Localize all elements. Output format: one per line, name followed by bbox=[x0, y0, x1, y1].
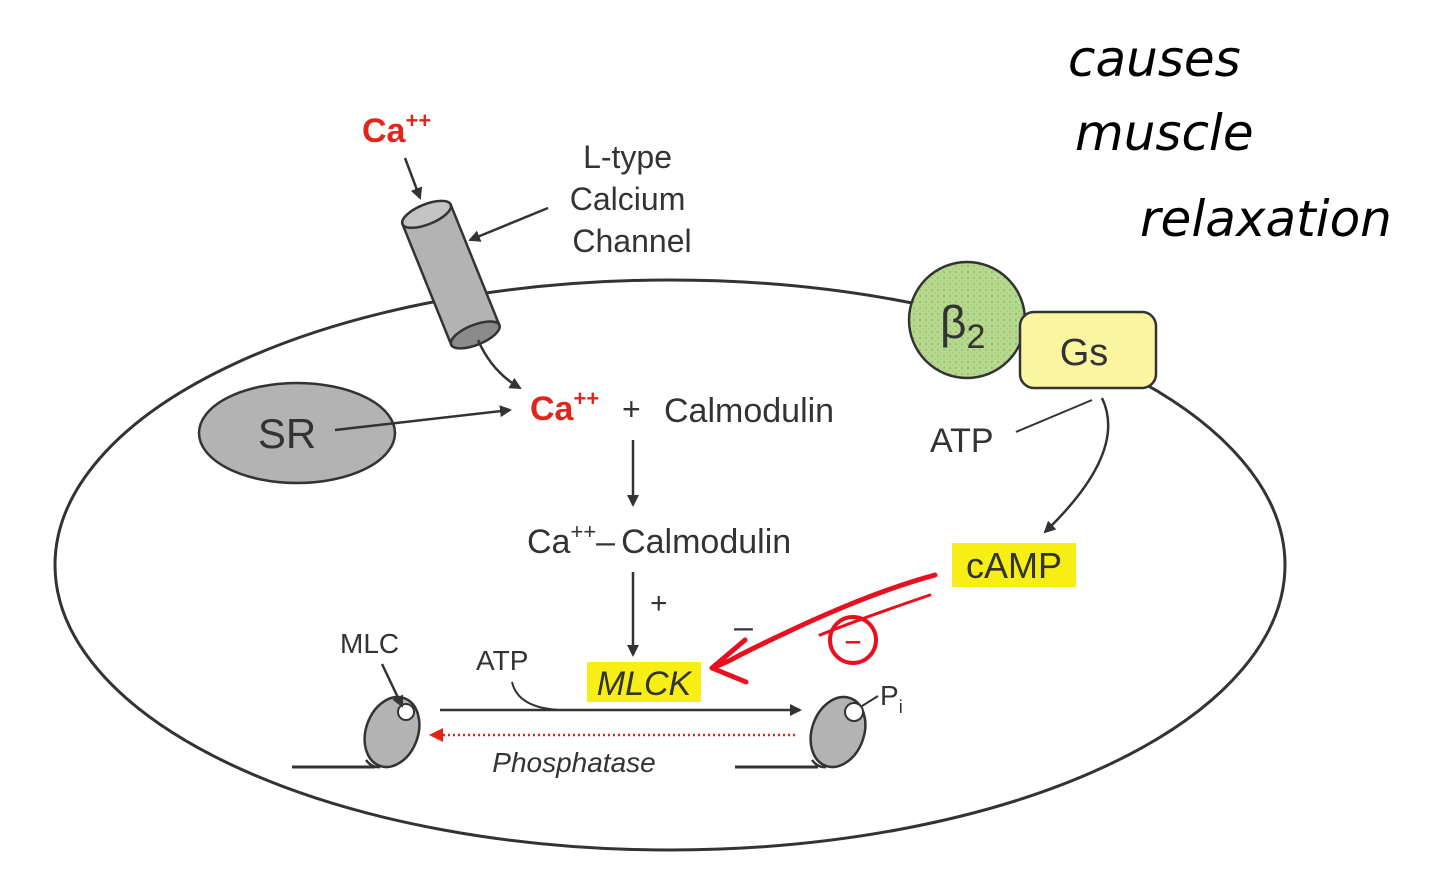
gs-protein bbox=[1018, 310, 1158, 390]
mlc-pointer bbox=[380, 663, 404, 708]
atp-top-label: ATP bbox=[930, 422, 994, 460]
l-type-calcium-channel bbox=[400, 199, 502, 350]
ca-into-channel-arrow bbox=[403, 157, 423, 200]
ca-calmodulin-complex-label: Ca++–Calmodulin bbox=[527, 519, 791, 561]
atp-bottom-label: ATP bbox=[476, 645, 528, 676]
atp-curve bbox=[511, 681, 561, 711]
handwritten-note: causes muscle relaxation bbox=[1068, 30, 1392, 248]
cell-membrane bbox=[53, 278, 1287, 852]
myosin-neck-right bbox=[811, 759, 827, 769]
sr-label: SR bbox=[258, 410, 316, 457]
mlc-site-left bbox=[397, 703, 415, 721]
sarcoplasmic-reticulum bbox=[197, 381, 397, 485]
camp-highlight bbox=[952, 543, 1076, 587]
plus-sign-label: + bbox=[622, 391, 641, 427]
mlck-label: MLCK bbox=[597, 665, 693, 703]
gs-to-camp-arrow bbox=[1043, 397, 1110, 534]
inhibition-arrowhead bbox=[709, 637, 749, 685]
myosin-neck-left bbox=[365, 759, 381, 769]
channel-label-pointer bbox=[468, 206, 549, 242]
pi-label: Pi bbox=[880, 680, 903, 717]
atp-pointer bbox=[1015, 399, 1093, 433]
ca-intracellular-label: Ca++ bbox=[530, 386, 599, 428]
beta2-label: β2 bbox=[940, 296, 985, 356]
mlc-label: MLC bbox=[340, 628, 399, 659]
camp-label: cAMP bbox=[966, 545, 1062, 586]
calmodulin-label: Calmodulin bbox=[664, 392, 834, 430]
circled-minus-annotation bbox=[828, 615, 878, 665]
gs-label: Gs bbox=[1060, 332, 1109, 374]
annotation-stroke bbox=[818, 593, 932, 637]
camp-inhibits-mlck-arrow bbox=[709, 572, 938, 671]
inhibition-sign: – bbox=[734, 608, 753, 646]
circled-minus-sign: – bbox=[844, 620, 862, 661]
l-type-channel-label: L-type Calcium Channel bbox=[570, 139, 694, 259]
ca-extracellular-label: Ca++ bbox=[362, 108, 431, 150]
channel-to-ca-arrow bbox=[476, 339, 522, 390]
activation-sign: + bbox=[650, 587, 668, 620]
phosphate-site-right bbox=[844, 702, 864, 722]
mlck-highlight bbox=[587, 662, 701, 702]
phosphatase-label: Phosphatase bbox=[492, 747, 655, 778]
sr-to-ca-arrow bbox=[334, 405, 512, 432]
pi-pointer bbox=[861, 695, 879, 707]
